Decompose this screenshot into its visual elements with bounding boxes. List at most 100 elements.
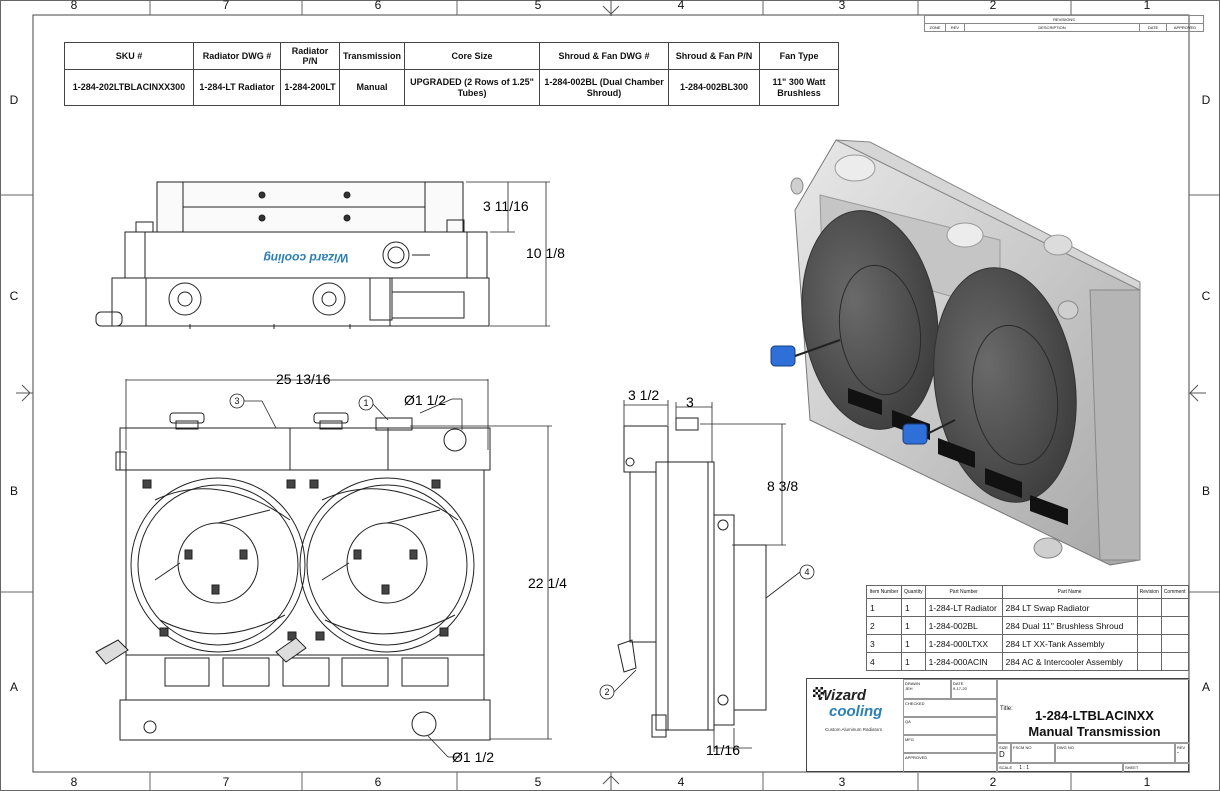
bom-table: Item Number Quantity Part Number Part Na…: [866, 585, 1189, 671]
title-cell: Title: 1-284-LTBLACINXX Manual Transmiss…: [997, 679, 1190, 743]
col-bot-8: 8: [71, 775, 78, 789]
spec-value-radiator-pn: 1-284-200LT: [280, 69, 340, 106]
col-top-5: 5: [535, 0, 542, 12]
drawn-value: JEH: [905, 686, 913, 691]
spec-value-shroud-pn: 1-284-002BL300: [668, 69, 761, 106]
title-line-2: Manual Transmission: [1028, 724, 1161, 739]
dim-22-1-4: 22 1/4: [528, 575, 567, 591]
rev-header-approved: APPROVED: [1166, 23, 1204, 32]
col-bot-6: 6: [375, 775, 382, 789]
checked-label: CHECKED: [905, 701, 925, 706]
spec-header-shroud-pn: Shroud & Fan P/N: [668, 42, 761, 70]
dwg-label: DWG NO: [1057, 745, 1074, 750]
spec-table: SKU # Radiator DWG # Radiator P/N Transm…: [64, 42, 840, 106]
spec-header-radiator-pn: Radiator P/N: [280, 42, 340, 70]
bom-name: 284 LT XX-Tank Assembly: [1001, 634, 1138, 653]
scale-label: SCALE: [999, 765, 1013, 770]
size-value: D: [999, 750, 1005, 759]
bom-header-comment: Comment: [1160, 585, 1189, 599]
bom-row: 4 1 1-284-000ACIN 284 AC & Intercooler A…: [866, 652, 1189, 671]
balloon-3: 3: [234, 396, 239, 406]
spec-value-shroud-dwg: 1-284-002BL (Dual Chamber Shroud): [539, 69, 670, 106]
bom-revision: [1136, 598, 1162, 617]
revisions-title: REVISIONS: [924, 15, 1204, 24]
title-label: Title:: [1000, 706, 1013, 712]
bom-comment: [1160, 598, 1189, 617]
dim-dia-1-1-2-bottom: Ø1 1/2: [452, 749, 494, 765]
col-top-7: 7: [223, 0, 230, 12]
center-marks: [16, 0, 1206, 791]
bom-header-row: Item Number Quantity Part Number Part Na…: [866, 585, 1189, 599]
col-top-1: 1: [1144, 0, 1151, 12]
bom-name: 284 Dual 11" Brushless Shroud: [1001, 616, 1138, 635]
bom-header-qty: Quantity: [901, 585, 926, 599]
qa-cell: QA: [903, 717, 997, 735]
col-top-6: 6: [375, 0, 382, 12]
rev-cell: REV-: [1175, 743, 1190, 763]
bom-item: 3: [866, 634, 902, 653]
sheet-cell: SHEET: [1123, 763, 1190, 773]
date-label: DATE: [953, 681, 964, 686]
bom-name: 284 LT Swap Radiator: [1001, 598, 1138, 617]
balloon-4: 4: [804, 567, 809, 577]
title-block: Wizard cooling Custom Aluminum Radiators…: [806, 678, 1190, 773]
side-view: [617, 417, 767, 738]
bom-qty: 1: [901, 616, 926, 635]
revisions-table: REVISIONS ZONE REV DESCRIPTION DATE APPR…: [924, 15, 1204, 32]
dim-3-1-2: 3 1/2: [628, 387, 659, 403]
mfg-cell: MFG: [903, 735, 997, 753]
bom-header-part: Part Number: [924, 585, 1003, 599]
fscm-label: FSCM NO: [1013, 745, 1032, 750]
checked-cell: CHECKED: [903, 699, 997, 717]
bom-item: 2: [866, 616, 902, 635]
dim-11-16: 11/16: [706, 742, 740, 758]
bom-header-item: Item Number: [866, 585, 902, 599]
date-value: 9-17-20: [953, 686, 967, 691]
balloon-2: 2: [604, 687, 609, 697]
scale-value: 1 : 1: [1019, 765, 1029, 771]
bom-revision: [1136, 634, 1162, 653]
col-bot-2: 2: [990, 775, 997, 789]
spec-header-shroud-dwg: Shroud & Fan DWG #: [539, 42, 670, 70]
rev-value: -: [1177, 750, 1179, 756]
col-bot-7: 7: [223, 775, 230, 789]
bom-revision: [1136, 652, 1162, 671]
dim-10-1-8: 10 1/8: [526, 245, 565, 261]
bom-qty: 1: [901, 598, 926, 617]
title-block-logo: Wizard cooling Custom Aluminum Radiators: [807, 679, 903, 773]
col-top-3: 3: [839, 0, 846, 12]
col-bot-3: 3: [839, 775, 846, 789]
rev-header-zone: ZONE: [924, 23, 946, 32]
rev-label: REV: [1177, 745, 1186, 750]
col-bot-5: 5: [535, 775, 542, 789]
bom-row: 1 1 1-284-LT Radiator 284 LT Swap Radiat…: [866, 598, 1189, 617]
sheet-label: SHEET: [1125, 765, 1139, 770]
spec-header-radiator-dwg: Radiator DWG #: [193, 42, 281, 70]
qa-label: QA: [905, 719, 911, 724]
spec-value-radiator-dwg: 1-284-LT Radiator: [193, 69, 281, 106]
row-left-c: C: [10, 289, 19, 303]
spec-value-fan-type: 11" 300 Watt Brushless: [759, 69, 840, 106]
logo-tagline: Custom Aluminum Radiators: [825, 727, 883, 732]
spec-value-transmission: Manual: [338, 69, 406, 106]
balloon-1: 1: [363, 398, 368, 408]
approved-cell: APPROVED: [903, 753, 997, 773]
dim-3: 3: [686, 394, 694, 410]
spec-value-sku: 1-284-202LTBLACINXX300: [64, 69, 194, 106]
spec-value-row: 1-284-202LTBLACINXX300 1-284-LT Radiator…: [64, 69, 840, 106]
col-top-8: 8: [71, 0, 78, 12]
bom-part: 1-284-002BL: [924, 616, 1003, 635]
spec-header-fan-type: Fan Type: [759, 42, 840, 70]
logo-wizard: Wizard: [817, 687, 867, 704]
row-right-d: D: [1202, 93, 1211, 107]
row-left-b: B: [10, 484, 18, 498]
bom-item: 4: [866, 652, 902, 671]
bom-row: 3 1 1-284-000LTXX 284 LT XX-Tank Assembl…: [866, 634, 1189, 653]
row-left-d: D: [10, 93, 19, 107]
spec-header-sku: SKU #: [64, 42, 194, 70]
bom-header-revision: Revision: [1136, 585, 1162, 599]
dim-3-11-16: 3 11/16: [483, 198, 529, 214]
title-line-1: 1-284-LTBLACINXX: [1035, 708, 1154, 723]
